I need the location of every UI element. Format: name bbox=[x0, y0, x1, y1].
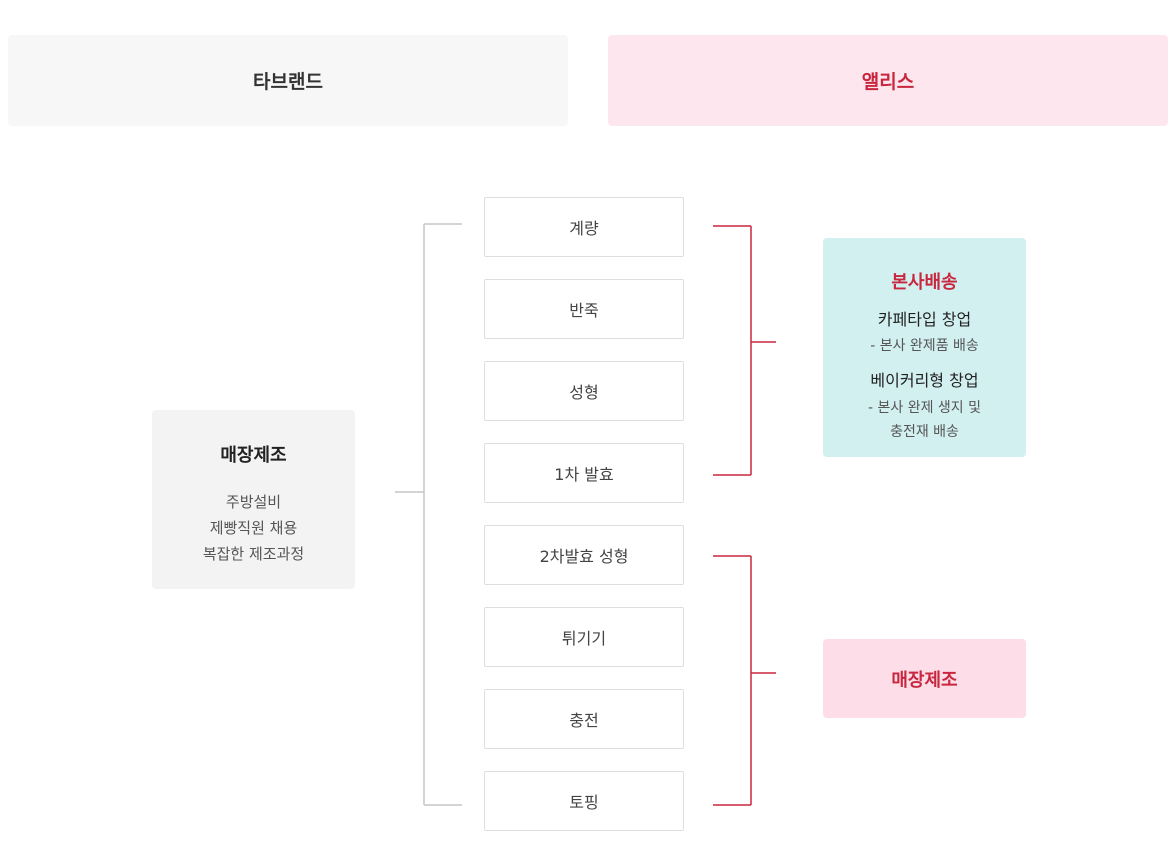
alice-header: 앨리스 bbox=[608, 35, 1168, 126]
desc-line: 복잡한 제조과정 bbox=[202, 545, 305, 563]
desc-line: 주방설비 bbox=[225, 493, 282, 511]
in-store-production-box: 매장제조 주방설비 제빵직원 채용 복잡한 제조과정 bbox=[152, 410, 355, 589]
cafe-type-label: 카페타입 창업 bbox=[877, 310, 972, 329]
step-frying: 튀기기 bbox=[484, 607, 684, 667]
in-store-production-desc: 주방설비 제빵직원 채용 복잡한 제조과정 bbox=[152, 489, 355, 567]
step-filling: 충전 bbox=[484, 689, 684, 749]
other-brand-header: 타브랜드 bbox=[8, 35, 568, 126]
step-topping: 토핑 bbox=[484, 771, 684, 831]
store-production-title: 매장제조 bbox=[891, 669, 958, 691]
bakery-type-desc: - 본사 완제 생지 및 충전재 배송 bbox=[823, 396, 1026, 444]
step-kneading: 반죽 bbox=[484, 279, 684, 339]
bakery-type-label: 베이커리형 창업 bbox=[870, 371, 979, 390]
store-production-box: 매장제조 bbox=[823, 639, 1026, 718]
hq-delivery-title: 본사배송 bbox=[891, 272, 958, 293]
desc-line: 제빵직원 채용 bbox=[209, 519, 298, 537]
step-second-fermentation: 2차발효 성형 bbox=[484, 525, 684, 585]
step-shaping: 성형 bbox=[484, 361, 684, 421]
bakery-desc-line: 충전재 배송 bbox=[890, 424, 959, 440]
step-weighing: 계량 bbox=[484, 197, 684, 257]
hq-delivery-box: 본사배송 카페타입 창업 - 본사 완제품 배송 베이커리형 창업 - 본사 완… bbox=[823, 238, 1026, 457]
in-store-production-title: 매장제조 bbox=[220, 445, 287, 466]
cafe-type-desc: - 본사 완제품 배송 bbox=[870, 338, 979, 354]
bakery-desc-line: - 본사 완제 생지 및 bbox=[867, 400, 981, 416]
step-first-fermentation: 1차 발효 bbox=[484, 443, 684, 503]
